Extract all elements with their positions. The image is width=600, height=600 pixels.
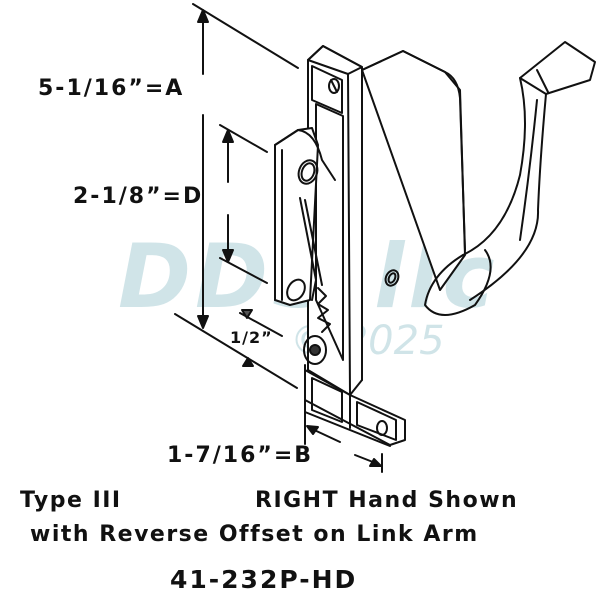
dimension-d-lines [219,124,268,284]
crank-handle [424,41,596,316]
part-number: 41-232P-HD [170,565,358,594]
mounting-plate [307,45,363,396]
dimension-offset-lines [239,309,283,367]
dimension-offset-label: 1/2” [230,328,273,347]
type-caption: Type III [20,488,122,513]
dimension-d-label: 2-1/8”=D [73,184,204,209]
housing-bolt [384,269,400,287]
link-arm [274,127,336,365]
dimension-a-lines [174,3,299,389]
dimension-b-label: 1-7/16”=B [167,443,314,468]
hand-caption: RIGHT Hand Shown [255,488,519,513]
dimension-a-label: 5-1/16”=A [38,76,185,101]
dimension-b-lines [304,411,383,473]
base-foot [304,364,406,447]
offset-note: with Reverse Offset on Link Arm [30,522,479,547]
operator-housing [361,50,466,381]
